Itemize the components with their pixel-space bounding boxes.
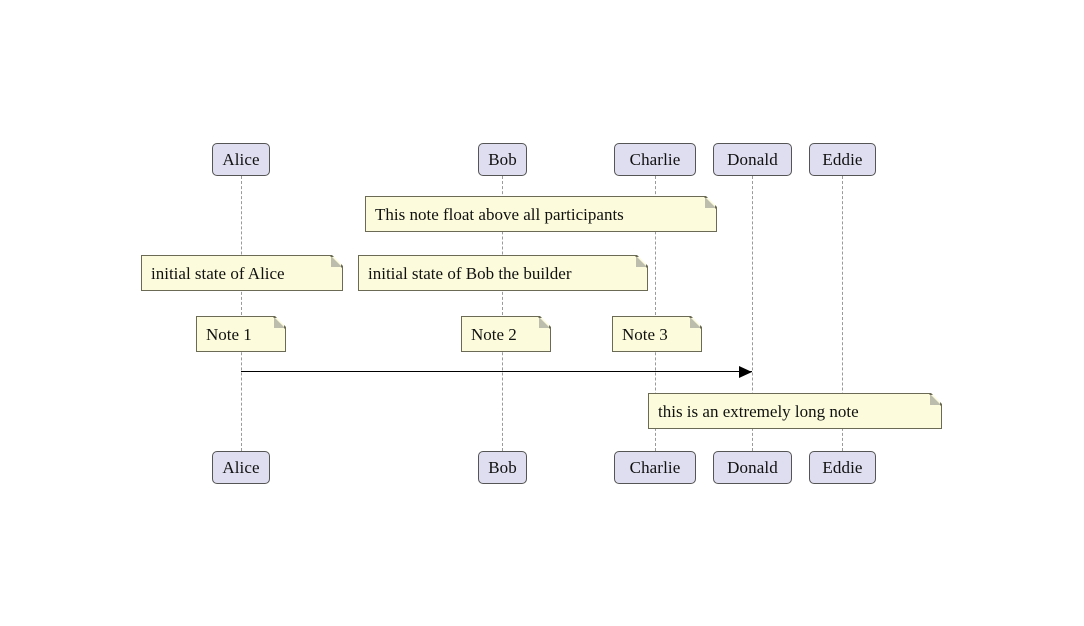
participant-label: Bob [488, 150, 517, 169]
note-text: Note 3 [622, 324, 668, 344]
note-fold-corner-icon [274, 317, 285, 328]
lifeline-charlie [655, 176, 656, 451]
note-fold-corner-icon [705, 197, 716, 208]
lifeline-alice [241, 176, 242, 451]
note-text: this is an extremely long note [658, 401, 859, 421]
note-fold-corner-icon [690, 317, 701, 328]
participant-bottom-donald[interactable]: Donald [713, 451, 792, 484]
note-fold-corner-icon [636, 256, 647, 267]
note-fold-corner-icon [539, 317, 550, 328]
note-fold-corner-icon [930, 394, 941, 405]
participant-label: Charlie [629, 150, 681, 169]
message-alice-donald-arrowhead-icon [739, 366, 752, 378]
note-3[interactable]: Note 3 [612, 316, 702, 352]
participant-bottom-charlie[interactable]: Charlie [614, 451, 696, 484]
note-text: Note 1 [206, 324, 252, 344]
lifeline-bob [502, 176, 503, 451]
participant-top-charlie[interactable]: Charlie [614, 143, 696, 176]
note-text: Note 2 [471, 324, 517, 344]
participant-label: Bob [488, 458, 517, 477]
lifeline-eddie [842, 176, 843, 451]
note-1[interactable]: Note 1 [196, 316, 286, 352]
participant-label: Donald [727, 458, 778, 477]
participant-label: Alice [222, 150, 260, 169]
participant-label: Eddie [822, 458, 863, 477]
note-initial-alice[interactable]: initial state of Alice [141, 255, 343, 291]
note-text: This note float above all participants [375, 204, 624, 224]
note-text: initial state of Alice [151, 263, 285, 283]
participant-bottom-bob[interactable]: Bob [478, 451, 527, 484]
note-2[interactable]: Note 2 [461, 316, 551, 352]
participant-label: Eddie [822, 150, 863, 169]
lifeline-donald [752, 176, 753, 451]
participant-top-eddie[interactable]: Eddie [809, 143, 876, 176]
participant-bottom-alice[interactable]: Alice [212, 451, 270, 484]
participant-label: Donald [727, 150, 778, 169]
note-initial-bob[interactable]: initial state of Bob the builder [358, 255, 648, 291]
participant-top-bob[interactable]: Bob [478, 143, 527, 176]
participant-bottom-eddie[interactable]: Eddie [809, 451, 876, 484]
participant-label: Charlie [629, 458, 681, 477]
message-alice-donald-line[interactable] [241, 371, 752, 372]
note-text: initial state of Bob the builder [368, 263, 572, 283]
participant-top-alice[interactable]: Alice [212, 143, 270, 176]
participant-top-donald[interactable]: Donald [713, 143, 792, 176]
note-float-all[interactable]: This note float above all participants [365, 196, 717, 232]
participant-label: Alice [222, 458, 260, 477]
note-long[interactable]: this is an extremely long note [648, 393, 942, 429]
note-fold-corner-icon [331, 256, 342, 267]
